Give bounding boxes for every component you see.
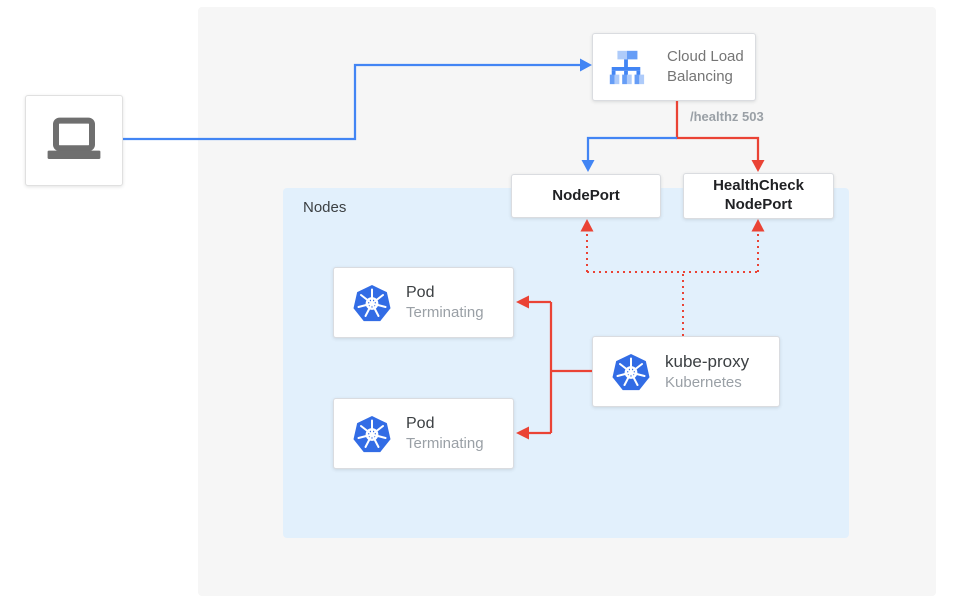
healthcheck-nodeport-label: HealthCheck NodePort bbox=[713, 177, 804, 213]
nodeport-label: NodePort bbox=[552, 186, 620, 204]
pod-title: Pod bbox=[406, 284, 435, 301]
cloud-load-balancing-node: Cloud Load Balancing bbox=[592, 33, 756, 101]
pod-node-1: Pod Terminating bbox=[333, 267, 514, 338]
healthcheck-nodeport-node: HealthCheck NodePort bbox=[683, 173, 834, 219]
kube-proxy-title: kube-proxy bbox=[665, 352, 750, 371]
kube-proxy-node: kube-proxy Kubernetes bbox=[592, 336, 780, 407]
pod-status: Terminating bbox=[406, 304, 484, 321]
kubernetes-icon bbox=[352, 414, 392, 453]
nodeport-node: NodePort bbox=[511, 174, 661, 218]
healthz-status-label: /healthz 503 bbox=[690, 109, 764, 124]
pod-node-2: Pod Terminating bbox=[333, 398, 514, 469]
kubernetes-icon bbox=[611, 352, 651, 391]
kube-proxy-subtitle: Kubernetes bbox=[665, 374, 742, 391]
cloud-load-balancing-icon bbox=[609, 50, 645, 85]
nodes-panel-label: Nodes bbox=[303, 199, 347, 216]
pod-status: Terminating bbox=[406, 435, 484, 452]
cloud-load-balancing-label: Cloud Load Balancing bbox=[667, 47, 744, 85]
laptop-icon bbox=[47, 117, 101, 159]
kubernetes-icon bbox=[352, 283, 392, 322]
client-node bbox=[25, 95, 123, 186]
pod-title: Pod bbox=[406, 415, 435, 432]
